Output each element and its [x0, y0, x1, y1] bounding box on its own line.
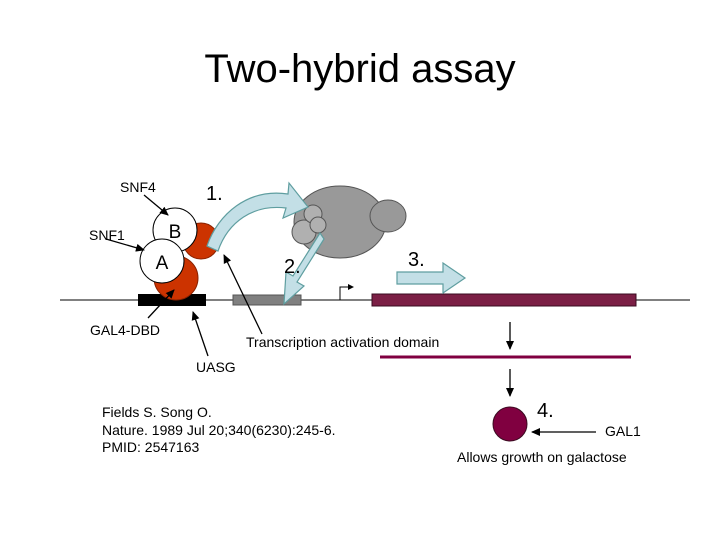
snf1-label: SNF1: [89, 227, 125, 243]
activation-domain-label: Transcription activation domain: [246, 334, 439, 350]
citation-line-pmid: PMID: 2547163: [102, 439, 200, 455]
step-4-label: 4.: [537, 400, 554, 422]
snf4-pointer: [143, 194, 169, 216]
arrow-2-down: [283, 231, 325, 306]
uasg-label: UASG: [196, 359, 236, 375]
rna-polymerase-subunit-3: [309, 216, 327, 234]
gal1-product-circle: [492, 406, 528, 442]
gal4-dbd-label: GAL4-DBD: [90, 322, 160, 338]
transcription-start-arrowhead-icon: [348, 284, 354, 290]
uasg-pointer: [191, 311, 209, 357]
transcription-start-icon: [339, 286, 350, 300]
slide-title: Two-hybrid assay: [204, 47, 515, 91]
arrow-3-right: [396, 261, 467, 295]
protein-a-label: A: [156, 253, 169, 274]
citation-line-authors: Fields S. Song O.: [102, 404, 212, 420]
arrow-1-curved: [206, 181, 309, 252]
protein-b-label: B: [169, 222, 182, 243]
step-3-label: 3.: [408, 249, 425, 271]
citation-line-journal: Nature. 1989 Jul 20;340(6230):245-6.: [102, 421, 336, 438]
snf1-pointer: [105, 238, 145, 252]
step-1-label: 1.: [206, 183, 223, 205]
citation-block: Fields S. Song O. Nature. 1989 Jul 20;34…: [102, 404, 336, 457]
snf4-label: SNF4: [120, 179, 156, 195]
gal4-dbd-pointer: [147, 289, 175, 319]
rna-polymerase-lobe: [369, 199, 407, 233]
protein-a-circle: [139, 238, 185, 284]
growth-label: Allows growth on galactose: [457, 449, 627, 465]
uas-box: [232, 294, 302, 306]
step-2-label: 2.: [284, 256, 301, 278]
gal1-gene-bar: [371, 293, 637, 307]
gal1-label: GAL1: [605, 423, 641, 439]
activation-domain-pointer: [223, 254, 263, 335]
